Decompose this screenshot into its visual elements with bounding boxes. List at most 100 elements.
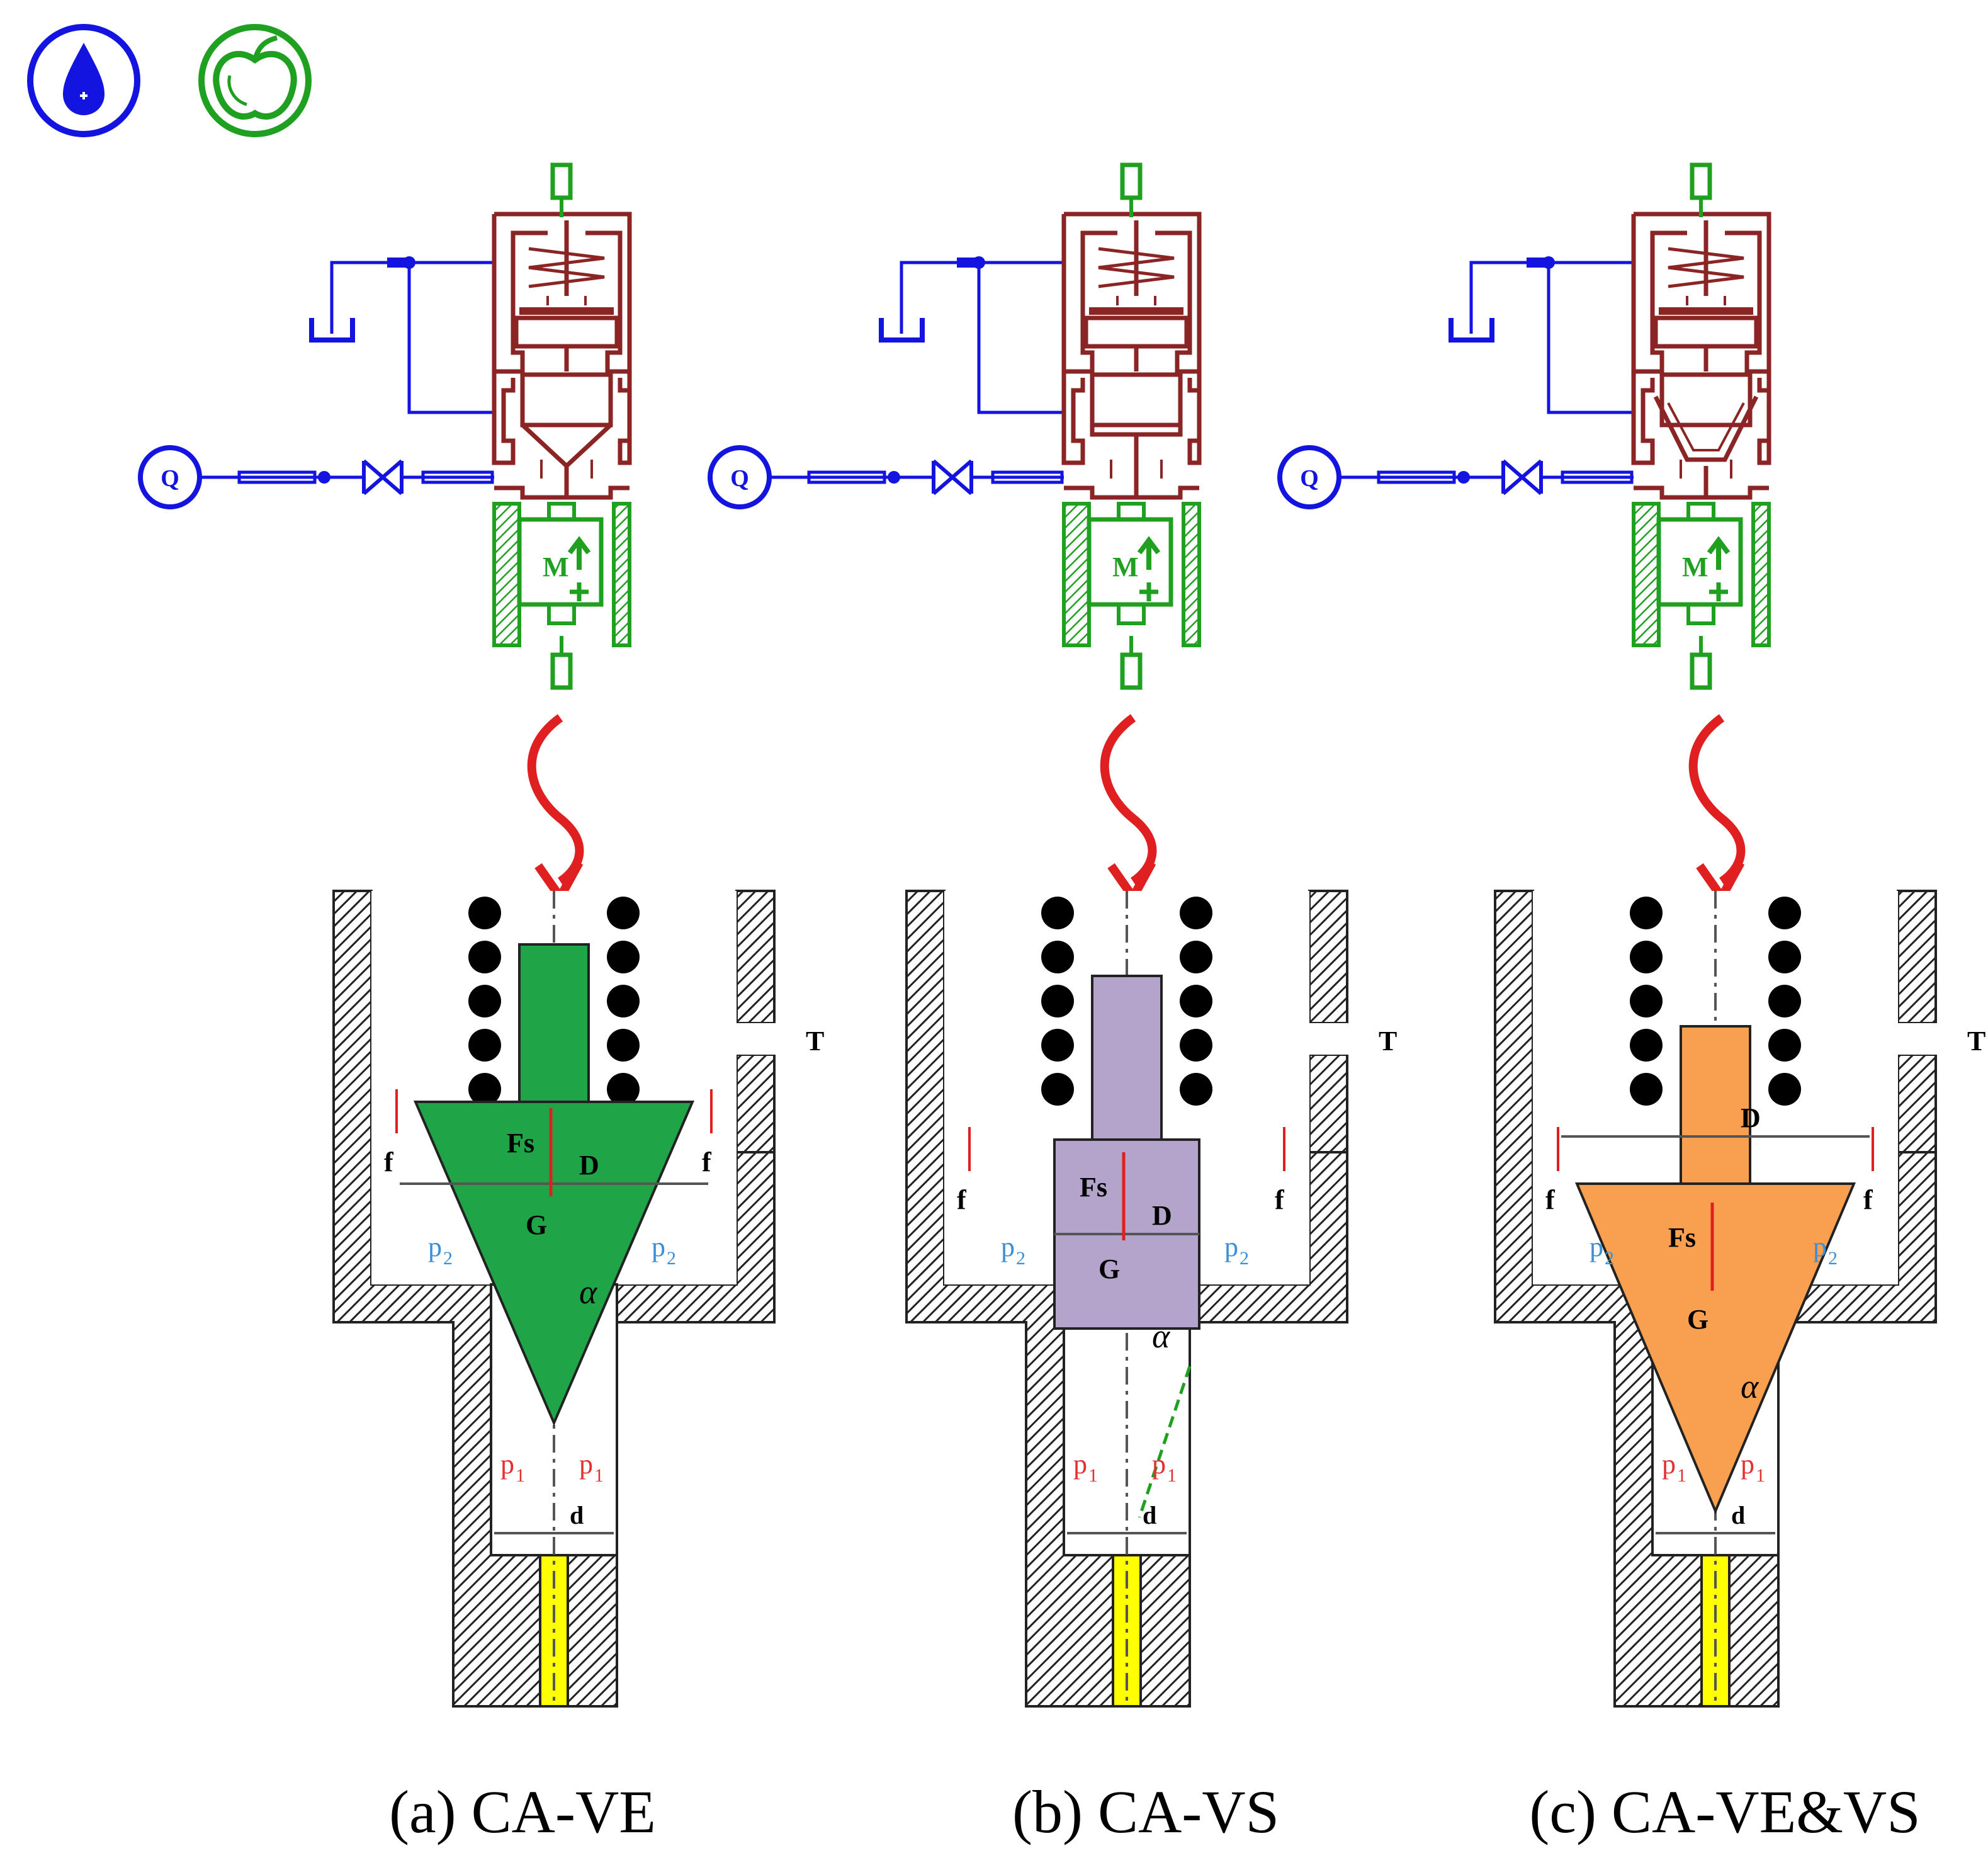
pilot-line	[407, 263, 494, 414]
subscript-p1: 1	[594, 1465, 604, 1486]
caption-a: (a) CA-VE	[389, 1778, 656, 1845]
label-f-left: f	[384, 1147, 394, 1177]
label-p2-right: p	[652, 1232, 665, 1262]
mechanical-port-bottom	[550, 652, 573, 690]
mechanical-library-icon[interactable]	[198, 24, 312, 137]
subscript-p2: 2	[1605, 1248, 1614, 1269]
label-Fs: Fs	[1668, 1222, 1696, 1253]
flow-source-label: Q	[161, 465, 179, 492]
tank-icon	[309, 318, 355, 343]
supply-pipe	[807, 470, 886, 484]
subscript-p2: 2	[1240, 1248, 1249, 1269]
label-G: G	[1687, 1304, 1708, 1335]
mechanical-port-top	[550, 162, 573, 200]
pilot-line	[1547, 263, 1634, 414]
label-p1-right: p	[1152, 1449, 1166, 1480]
restrictor-icon	[1501, 459, 1543, 496]
restrictor-icon	[932, 459, 973, 496]
subscript-p2: 2	[443, 1248, 453, 1269]
tank-line	[330, 261, 494, 334]
supply-pipe	[237, 470, 317, 484]
label-D: D	[1152, 1200, 1172, 1231]
subscript-p1: 1	[1167, 1465, 1177, 1486]
svg-text:M: M	[543, 552, 569, 582]
valve-schematic: QM	[708, 162, 1202, 690]
label-D: D	[579, 1150, 599, 1181]
label-G: G	[526, 1210, 547, 1240]
tank-port-label: T	[1379, 1026, 1397, 1057]
tank-line	[900, 261, 1064, 334]
mechanical-port-bottom	[1690, 652, 1712, 690]
tank-icon	[1449, 318, 1494, 343]
label-alpha: α	[1741, 1368, 1759, 1405]
label-p2-left: p	[428, 1232, 442, 1262]
mechanical-mass-block: M	[1632, 162, 1771, 690]
label-Fs: Fs	[1080, 1172, 1107, 1203]
flow-source-icon: Q	[708, 445, 772, 509]
caption-b: (b) CA-VS	[1012, 1778, 1279, 1845]
mechanical-mass-block: M	[492, 162, 631, 690]
valve-schematic: QM	[1277, 162, 1771, 690]
valve-body	[1631, 212, 1771, 500]
label-d: d	[570, 1501, 584, 1529]
label-f-right: f	[1275, 1184, 1285, 1215]
mechanical-port-top	[1690, 162, 1712, 200]
subscript-p1: 1	[516, 1465, 525, 1486]
valve-schematic: QM	[138, 162, 632, 690]
valve-spool	[1574, 1025, 1856, 1515]
mechanical-port-bottom	[1120, 652, 1143, 690]
spring-coils	[468, 897, 640, 1106]
link-arrow	[1100, 714, 1157, 885]
subscript-p2: 2	[667, 1248, 676, 1269]
mechanical-mass-block: M	[1062, 162, 1201, 690]
pilot-line	[977, 263, 1064, 414]
label-p1-right: p	[579, 1449, 593, 1480]
label-p1-left: p	[500, 1449, 514, 1480]
label-d: d	[1143, 1501, 1156, 1529]
flow-source-icon: Q	[1277, 445, 1341, 509]
label-d: d	[1731, 1501, 1745, 1529]
flow-source-label: Q	[1300, 465, 1319, 492]
subscript-p1: 1	[1088, 1465, 1098, 1486]
subscript-p1: 1	[1677, 1465, 1686, 1486]
valve-body	[492, 212, 632, 500]
valve-spool	[413, 943, 695, 1427]
supply-pipe	[1377, 470, 1456, 484]
link-arrow	[527, 714, 584, 885]
tank-port-label: T	[806, 1026, 824, 1057]
subscript-p2: 2	[1016, 1248, 1025, 1269]
label-f-left: f	[957, 1184, 967, 1215]
link-arrow	[1688, 714, 1746, 885]
flow-source-icon: Q	[138, 445, 202, 509]
mechanical-port-top	[1120, 162, 1143, 200]
label-p1-right: p	[1741, 1449, 1754, 1480]
spring-coils	[1041, 897, 1212, 1106]
label-p2-left: p	[1590, 1232, 1603, 1262]
label-f-left: f	[1545, 1184, 1556, 1215]
label-p2-left: p	[1001, 1232, 1015, 1262]
label-p1-left: p	[1662, 1449, 1676, 1480]
restrictor-icon	[362, 459, 404, 496]
valve-body	[1061, 212, 1202, 500]
svg-text:M: M	[1112, 552, 1139, 582]
subscript-p2: 2	[1828, 1248, 1838, 1269]
label-p2-right: p	[1224, 1232, 1238, 1262]
label-p2-right: p	[1813, 1232, 1827, 1262]
seat-line	[1138, 1366, 1192, 1518]
label-alpha: α	[579, 1273, 598, 1311]
label-alpha: α	[1152, 1317, 1171, 1355]
label-D: D	[1741, 1102, 1761, 1133]
hydraulic-library-icon[interactable]	[27, 24, 140, 137]
caption-c: (c) CA-VE&VS	[1529, 1778, 1920, 1845]
label-p1-left: p	[1073, 1449, 1087, 1480]
